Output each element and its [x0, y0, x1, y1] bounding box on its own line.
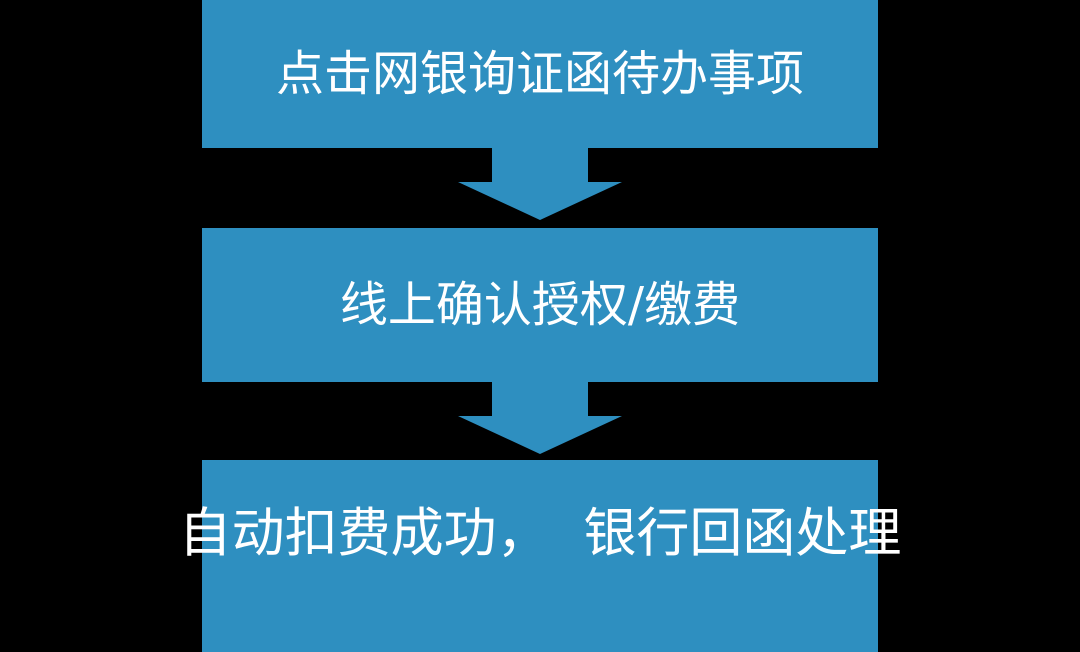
flow-step-3-box[interactable]: 自动扣费成功， 银行回函处理 [179, 460, 901, 652]
flow-step-2-box[interactable]: 线上确认授权/缴费 [202, 228, 878, 382]
flow-connector-1 [458, 148, 622, 220]
arrow-down-icon [458, 382, 622, 454]
arrow-down-icon [458, 148, 622, 220]
flow-connector-2 [458, 382, 622, 454]
flow-step-2-label: 线上确认授权/缴费 [339, 276, 741, 333]
flow-step-3-label: 自动扣费成功， 银行回函处理 [178, 503, 902, 565]
flow-step-1-box[interactable]: 点击网银询证函待办事项 [202, 0, 878, 148]
flowchart-canvas: 点击网银询证函待办事项 线上确认授权/缴费 自动扣费成功， 银行回函处理 [178, 0, 902, 652]
flow-step-1-label: 点击网银询证函待办事项 [275, 45, 804, 102]
